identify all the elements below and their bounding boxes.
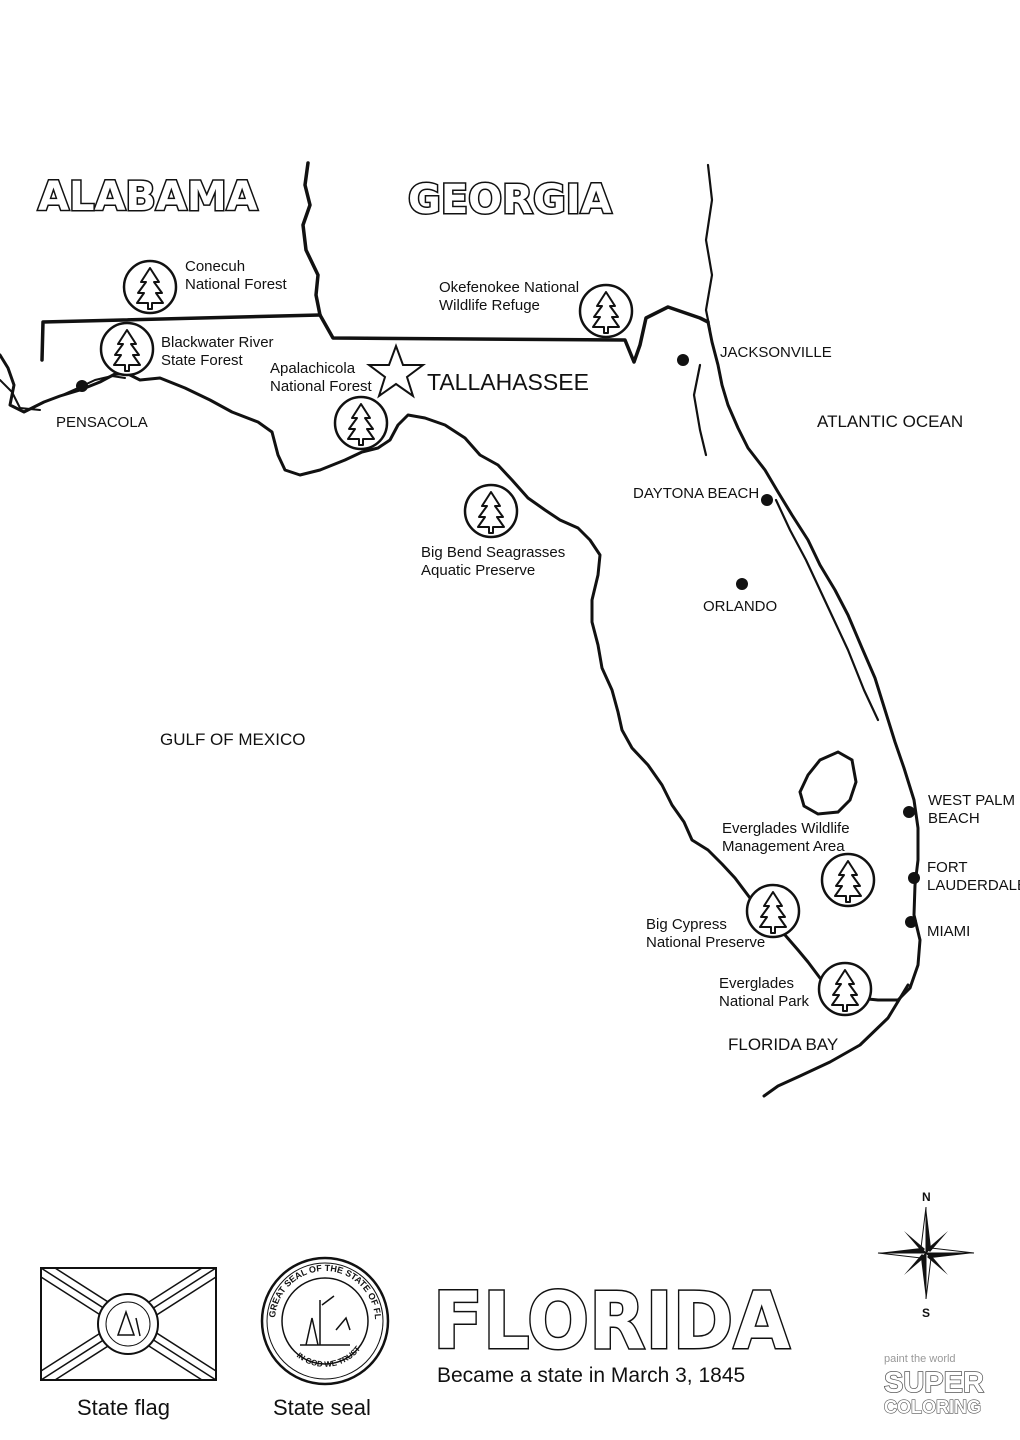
capital-label: TALLAHASSEE: [427, 369, 589, 395]
tree-icon: [463, 483, 519, 539]
tree-icon: [122, 259, 178, 315]
cities: PENSACOLA JACKSONVILLE DAYTONA BEACH ORL…: [56, 344, 1020, 940]
compass-rose-icon: N S: [877, 1190, 975, 1320]
city-dot-icon: [677, 354, 689, 366]
tree-icon: [333, 395, 389, 451]
star-icon: [366, 343, 426, 399]
alabama-georgia-border: [301, 161, 322, 317]
svg-text:SUPER: SUPER: [884, 1367, 984, 1399]
state-borders: [40, 161, 710, 364]
big-cypress-label: Big Cypress National Preserve: [646, 916, 765, 951]
parks: Conecuh National Forest Blackwater River…: [99, 258, 876, 1017]
tree-icon: [99, 321, 155, 377]
compass-south-label: S: [922, 1306, 930, 1320]
alabama-florida-border: [40, 313, 322, 362]
georgia-florida-border: [318, 305, 710, 364]
conecuh-label: Conecuh National Forest: [185, 258, 288, 293]
gulf-of-mexico-label: GULF OF MEXICO: [160, 730, 305, 749]
blackwater-label: Blackwater River State Forest: [161, 334, 278, 369]
orlando-label: ORLANDO: [703, 598, 777, 615]
georgia-label: GEORGIA: [408, 177, 612, 223]
west-palm-beach-label: WEST PALM BEACH: [928, 792, 1019, 827]
state-flag-caption: State flag: [77, 1395, 170, 1420]
state-seal-caption: State seal: [273, 1395, 371, 1420]
city-dot-icon: [908, 872, 920, 884]
page-subtitle: Became a state in March 3, 1845: [437, 1364, 745, 1387]
tree-icon: [745, 883, 801, 939]
jacksonville-label: JACKSONVILLE: [720, 344, 832, 361]
city-dot-icon: [736, 578, 748, 590]
florida-bay-label: FLORIDA BAY: [728, 1035, 838, 1054]
page-title: FLORIDA: [433, 1277, 790, 1367]
city-dot-icon: [905, 916, 917, 928]
alabama-label: ALABAMA: [38, 174, 258, 220]
svg-text:paint the world: paint the world: [884, 1353, 956, 1365]
big-bend-label: Big Bend Seagrasses Aquatic Preserve: [421, 544, 569, 579]
compass-north-label: N: [922, 1190, 931, 1204]
tree-icon: [817, 961, 873, 1017]
city-dot-icon: [903, 806, 915, 818]
tree-icon: [820, 852, 876, 908]
city-dot-icon: [761, 494, 773, 506]
pensacola-label: PENSACOLA: [56, 414, 148, 431]
super-coloring-logo: paint the world SUPER COLORING: [883, 1353, 984, 1418]
florida-coastline: [0, 163, 922, 1098]
fort-lauderdale-label: FORT LAUDERDALE: [927, 859, 1020, 894]
lake-okeechobee: [798, 750, 858, 816]
svg-text:COLORING: COLORING: [884, 1397, 981, 1417]
daytona-beach-label: DAYTONA BEACH: [633, 485, 759, 502]
atlantic-ocean-label: ATLANTIC OCEAN: [817, 412, 963, 431]
miami-label: MIAMI: [927, 923, 970, 940]
city-dot-icon: [76, 380, 88, 392]
apalachicola-label: Apalachicola National Forest: [270, 360, 373, 395]
okefenokee-label: Okefenokee National Wildlife Refuge: [439, 279, 583, 314]
state-flag: [40, 1267, 217, 1381]
tree-icon: [578, 283, 634, 339]
everglades-np-label: Everglades National Park: [719, 975, 810, 1010]
everglades-wma-label: Everglades Wildlife Management Area: [722, 820, 854, 855]
